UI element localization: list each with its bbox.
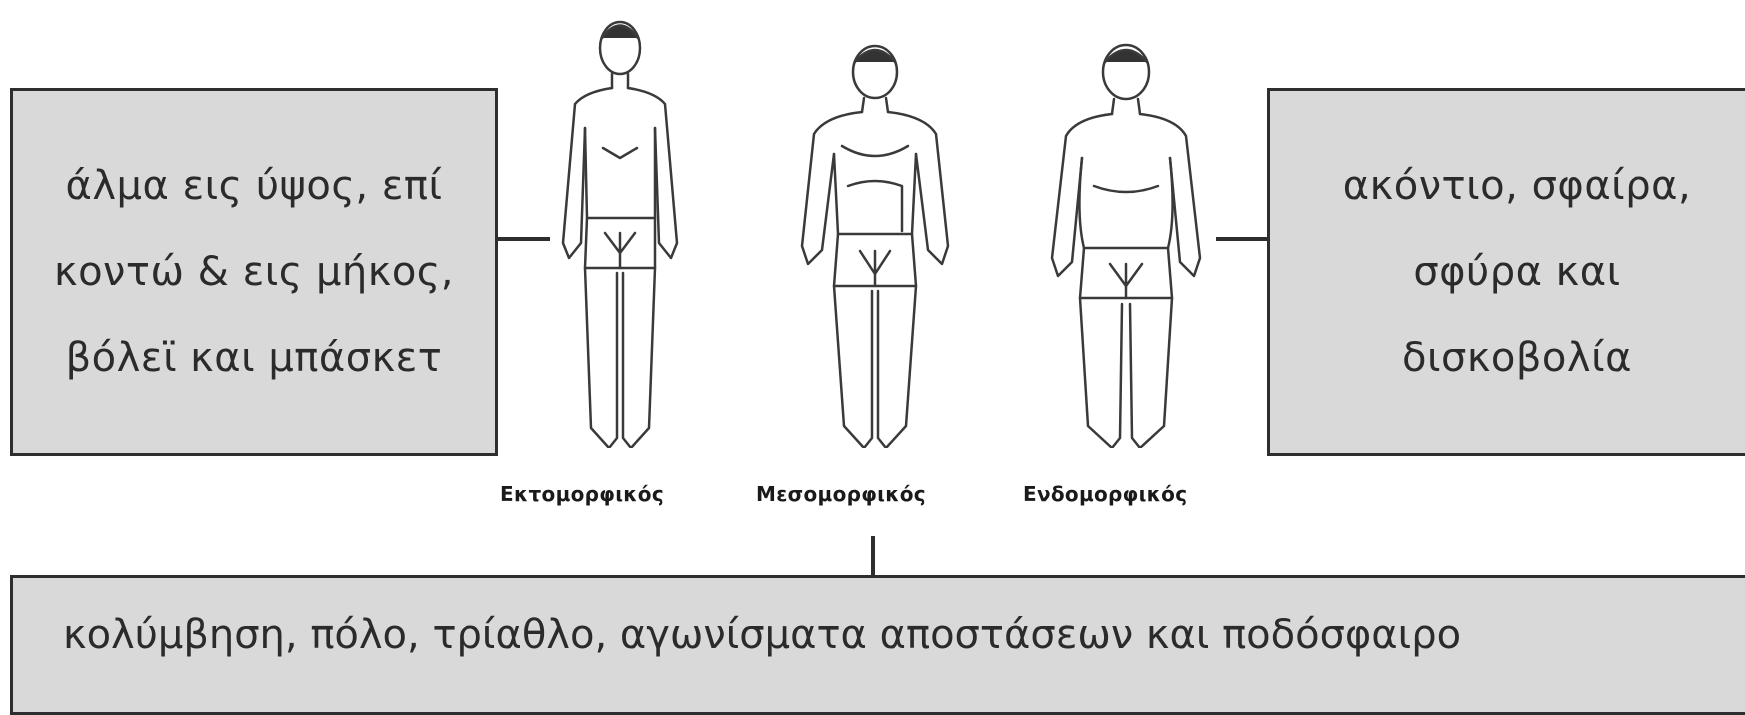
left-line-1: άλμα εις ύψος, επί — [54, 143, 454, 229]
ectomorph-label: Εκτομορφικός — [500, 482, 664, 506]
left-sports-text: άλμα εις ύψος, επί κοντώ & εις μήκος, βό… — [54, 143, 454, 401]
right-line-2: σφύρα και — [1343, 229, 1691, 315]
right-line-1: ακόντιο, σφαίρα, — [1343, 143, 1691, 229]
endomorph-label: Ενδομορφικός — [1023, 482, 1187, 506]
right-connector-line — [1216, 237, 1268, 241]
mesomorph-figure-icon — [790, 36, 960, 448]
bottom-connector-line — [871, 536, 875, 576]
right-sports-text: ακόντιο, σφαίρα, σφύρα και δισκοβολία — [1343, 143, 1691, 401]
right-line-3: δισκοβολία — [1343, 315, 1691, 401]
left-sports-box: άλμα εις ύψος, επί κοντώ & εις μήκος, βό… — [10, 88, 498, 456]
endomorph-figure-icon — [1036, 36, 1216, 448]
mesomorph-label: Μεσομορφικός — [756, 482, 926, 506]
bottom-sports-text: κολύμβηση, πόλο, τρίαθλο, αγωνίσματα απο… — [63, 612, 1461, 658]
ectomorph-figure-icon — [545, 8, 695, 448]
right-sports-box: ακόντιο, σφαίρα, σφύρα και δισκοβολία — [1267, 88, 1745, 456]
left-line-3: βόλεϊ και μπάσκετ — [54, 315, 454, 401]
left-line-2: κοντώ & εις μήκος, — [54, 229, 454, 315]
left-connector-line — [498, 237, 550, 241]
bottom-sports-box: κολύμβηση, πόλο, τρίαθλο, αγωνίσματα απο… — [10, 575, 1745, 715]
